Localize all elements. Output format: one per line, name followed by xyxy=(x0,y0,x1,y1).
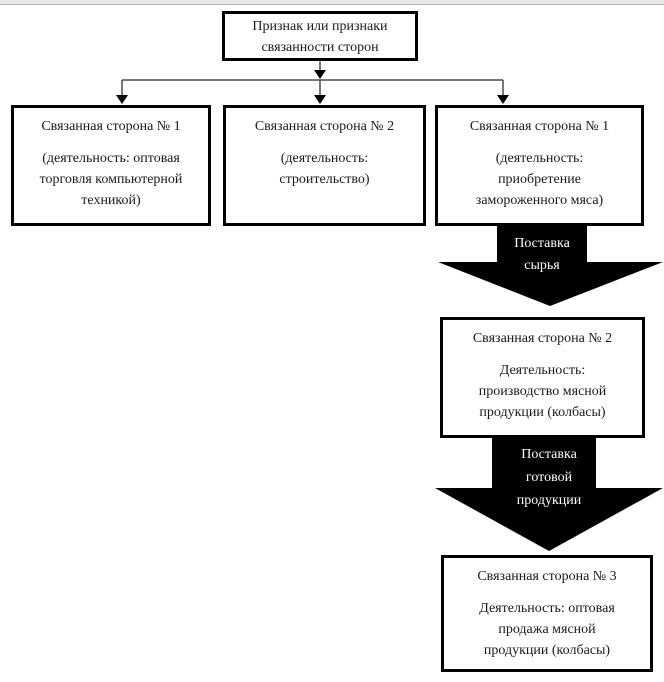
flow-arrow-supply-label-line: Поставка xyxy=(514,236,570,251)
root-box: Признак или признаки связанности сторон xyxy=(222,11,418,61)
branch-box-3: Связанная сторона № 1 (деятельность: при… xyxy=(435,105,644,226)
flow-arrow-products-label-line: готовой xyxy=(525,470,573,485)
chain-box-wholesaler-title: Связанная сторона № 3 xyxy=(477,569,617,584)
flow-arrow-products-icon xyxy=(435,438,663,551)
flow-arrow-supply-label-line: сырья xyxy=(524,258,560,273)
flow-arrow-supply-icon xyxy=(438,226,663,306)
chain-box-wholesaler-desc: Деятельность: оптовая продажа мясной про… xyxy=(444,598,650,661)
arrowhead-left-icon xyxy=(116,95,128,104)
flow-arrow-products-label-line: продукции xyxy=(516,493,582,508)
branch-box-3-desc-line: приобретение xyxy=(498,172,581,187)
page-top-edge xyxy=(0,0,664,5)
chain-box-manufacturer: Связанная сторона № 2 Деятельность: прои… xyxy=(440,317,645,438)
branch-box-2-desc-line: строительство) xyxy=(279,172,370,187)
branch-box-1-desc-line: техникой) xyxy=(81,193,141,208)
branch-box-1-title: Связанная сторона № 1 xyxy=(41,119,181,134)
chain-box-manufacturer-desc-line: производство мясной xyxy=(478,384,607,399)
branch-box-3-desc: (деятельность: приобретение замороженног… xyxy=(438,148,641,211)
branch-box-3-desc-line: (деятельность: xyxy=(495,151,584,166)
chain-box-manufacturer-desc-line: продукции (колбасы) xyxy=(479,405,606,420)
branch-box-3-desc-line: замороженного мяса) xyxy=(475,193,604,208)
chain-box-wholesaler-desc-line: продукции (колбасы) xyxy=(483,643,611,658)
flow-arrow-products-label-line: Поставка xyxy=(521,447,577,462)
chain-box-wholesaler-desc-line: продажа мясной xyxy=(498,622,596,637)
branch-box-2-desc-line: (деятельность: xyxy=(280,151,369,166)
branch-box-3-title: Связанная сторона № 1 xyxy=(469,119,610,134)
branch-box-1: Связанная сторона № 1 (деятельность: опт… xyxy=(11,105,211,226)
root-box-line-1: Признак или признаки xyxy=(252,19,388,34)
flow-arrow-supply-label: Поставка сырья xyxy=(467,233,617,277)
arrowhead-junction-icon xyxy=(314,70,326,79)
chain-box-wholesaler-desc-line: Деятельность: оптовая xyxy=(479,601,615,616)
root-box-line-2: связанности сторон xyxy=(261,40,379,55)
branch-box-1-desc-line: (деятельность: оптовая xyxy=(42,151,180,166)
chain-box-manufacturer-title: Связанная сторона № 2 xyxy=(472,331,613,346)
branch-box-1-desc-line: торговля компьютерной xyxy=(39,172,183,187)
chain-box-wholesaler: Связанная сторона № 3 Деятельность: опто… xyxy=(441,555,653,672)
chain-box-manufacturer-desc-line: Деятельность: xyxy=(499,363,586,378)
branch-box-2-title: Связанная сторона № 2 xyxy=(254,119,395,134)
chain-box-manufacturer-desc: Деятельность: производство мясной продук… xyxy=(443,360,642,423)
flow-arrow-products-label: Поставка готовой продукции xyxy=(469,443,629,512)
branch-box-2-desc: (деятельность: строительство) xyxy=(226,148,423,190)
arrowhead-right-icon xyxy=(497,95,509,104)
branch-box-2: Связанная сторона № 2 (деятельность: стр… xyxy=(223,105,426,226)
arrowhead-middle-icon xyxy=(314,95,326,104)
branch-box-1-desc: (деятельность: оптовая торговля компьюте… xyxy=(14,148,208,211)
